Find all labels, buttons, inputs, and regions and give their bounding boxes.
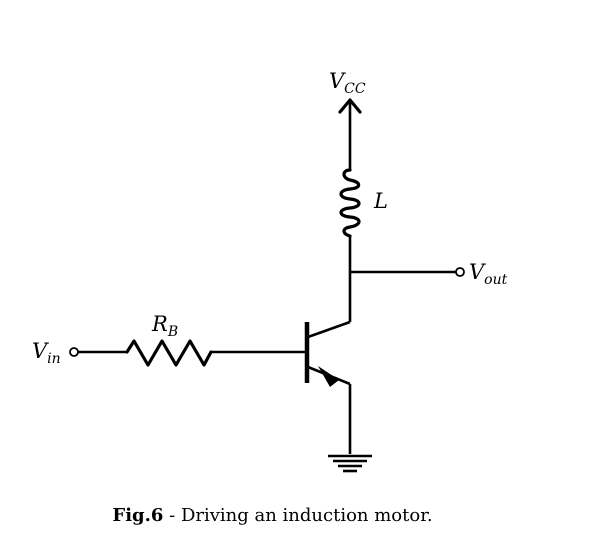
figure-caption: Fig.6 - Driving an induction motor. (0, 505, 545, 526)
vcc-label: VCC (329, 69, 366, 97)
base-resistor (125, 339, 213, 367)
vout-terminal (455, 267, 465, 277)
ground-icon (328, 454, 372, 473)
inductor-label: L (373, 189, 388, 213)
inductor-coil (339, 168, 361, 238)
figure-caption-text: - Driving an induction motor. (163, 505, 433, 526)
npn-transistor (304, 320, 351, 387)
emitter-arrow-icon (318, 366, 339, 387)
resistor-label: RB (151, 312, 178, 340)
figure-number: Fig.6 (112, 505, 164, 526)
vin-label: Vin (32, 339, 61, 367)
vout-label: Vout (469, 260, 508, 288)
vcc-supply-arrow (338, 98, 362, 170)
vin-terminal (69, 347, 79, 357)
